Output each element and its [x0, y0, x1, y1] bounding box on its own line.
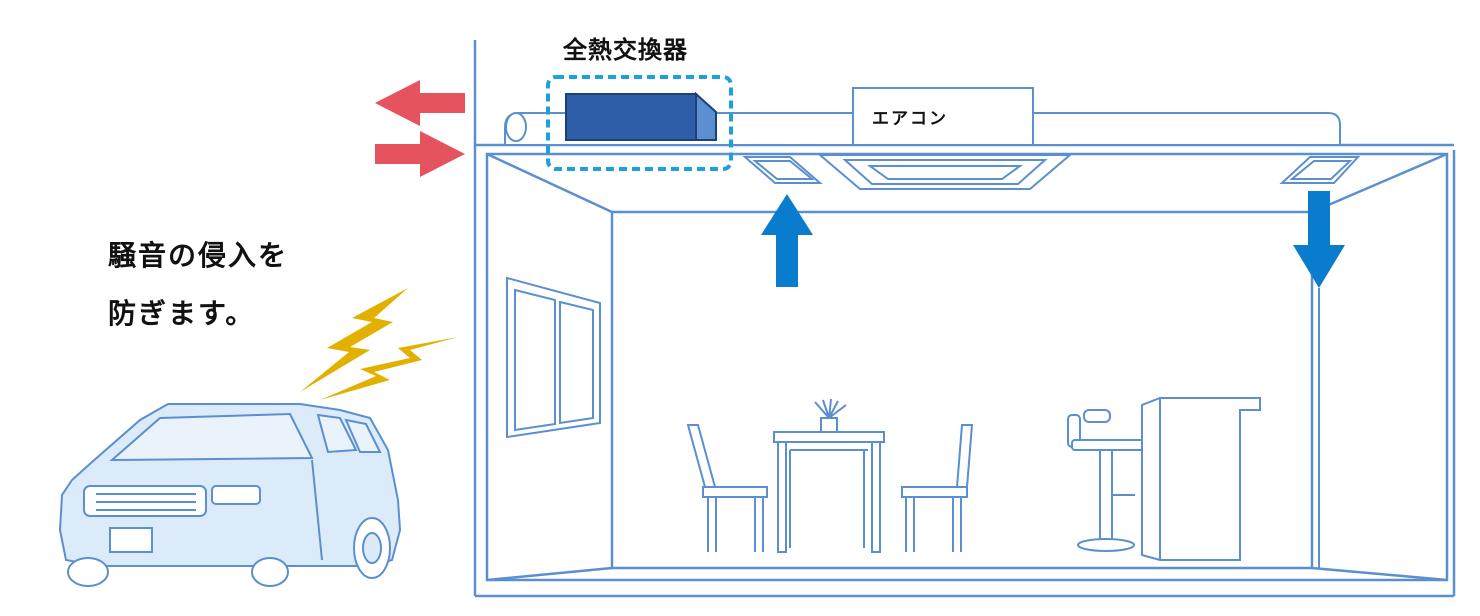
caption-line-1: 騒音の侵入を — [108, 239, 289, 272]
plant-icon — [814, 398, 847, 433]
exhaust-arrow-icon — [375, 80, 465, 126]
caption-line-2: 防ぎます。 — [108, 297, 256, 330]
ceiling-vent-right — [1279, 156, 1361, 184]
heat-exchanger-label: 全熱交換器 — [563, 36, 688, 64]
window — [506, 276, 601, 439]
car-icon — [58, 403, 402, 587]
chair-right — [901, 424, 974, 552]
ac-box — [852, 87, 1034, 146]
airflow-up-arrow — [761, 194, 813, 287]
intake-arrow-icon — [375, 131, 465, 177]
ceiling-cassette-ac — [817, 154, 1073, 190]
dining-table — [773, 431, 885, 553]
airflow-down-arrow — [1293, 191, 1345, 288]
heat-exchanger-unit — [565, 91, 717, 141]
heat-exchanger-highlight — [546, 75, 733, 171]
chair-left — [686, 424, 768, 552]
bar-stool — [1067, 409, 1147, 552]
ceiling-vent-left — [742, 156, 823, 184]
lightning-icon — [300, 288, 458, 400]
air-conditioner-label: エアコン — [872, 109, 948, 129]
counter — [1141, 397, 1261, 561]
